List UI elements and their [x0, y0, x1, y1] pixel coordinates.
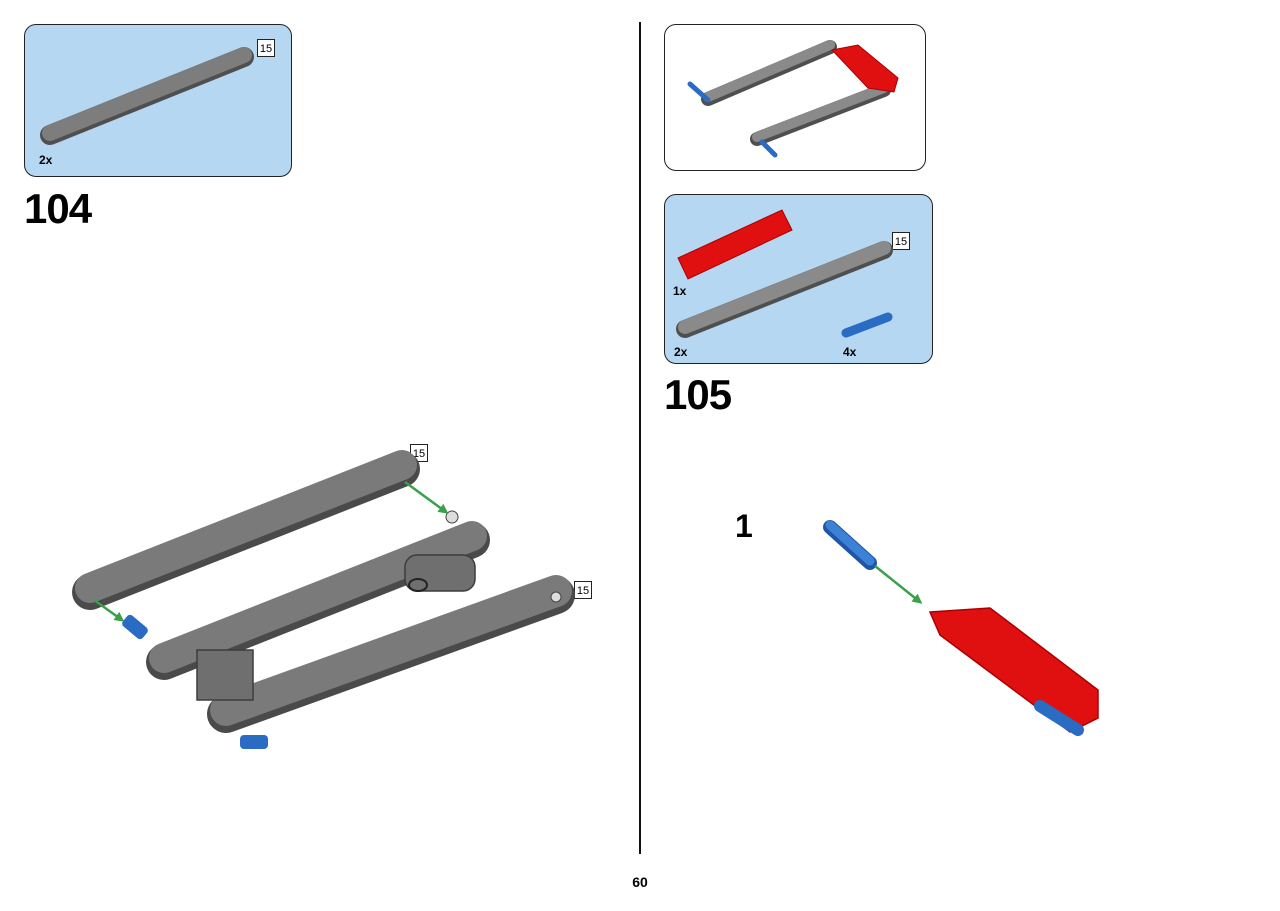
beam-assembly-icon — [72, 450, 575, 749]
insert-arrow — [874, 565, 923, 604]
step-number: 104 — [24, 185, 92, 232]
beam-length-tag: 15 — [892, 232, 910, 250]
part-quantity: 2x — [39, 153, 53, 167]
sub-step-number: 1 — [735, 508, 753, 544]
part-quantity: 1x — [673, 284, 687, 298]
step-number: 105 — [664, 371, 732, 418]
red-connector-icon — [677, 209, 793, 280]
blue-pin-icon — [841, 312, 893, 338]
beam-length-tag: 15 — [574, 581, 592, 599]
beam-15-icon — [40, 47, 254, 145]
red-connector-icon — [928, 607, 1099, 736]
submodel-icon — [687, 40, 899, 158]
beam-15-icon — [676, 241, 893, 338]
page-number: 60 — [632, 874, 648, 890]
part-quantity: 4x — [843, 345, 857, 359]
part-quantity: 2x — [674, 345, 688, 359]
beam-length-tag: 15 — [257, 39, 275, 57]
blue-pin-icon — [823, 520, 877, 570]
page-divider — [639, 22, 641, 854]
